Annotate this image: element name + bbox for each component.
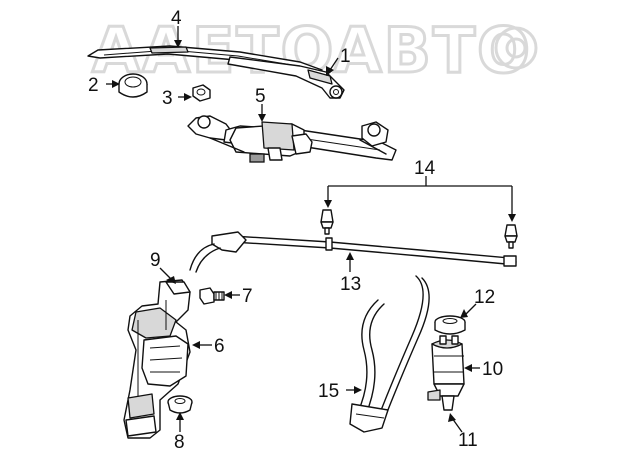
callout-7: 7	[242, 286, 253, 307]
pump-hoses	[349, 275, 430, 433]
grommet	[167, 395, 193, 414]
callout-labels: 4 1 2 3 5 14 13 9 7 6 8 12 10 15 11	[88, 8, 503, 453]
callout-8: 8	[174, 432, 185, 453]
callout-13: 13	[340, 274, 361, 295]
washer-pump	[427, 335, 465, 411]
callout-5: 5	[255, 86, 266, 107]
leader-lines	[106, 26, 516, 433]
callout-1: 1	[340, 46, 351, 67]
washer-hose	[189, 231, 517, 273]
bolt	[199, 287, 225, 305]
callout-10: 10	[482, 359, 503, 380]
nut	[192, 84, 211, 102]
callout-12: 12	[474, 287, 495, 308]
callout-14: 14	[414, 158, 436, 179]
callout-4: 4	[171, 8, 182, 29]
callout-6: 6	[214, 336, 225, 357]
wiper-motor-linkage	[187, 115, 397, 163]
callout-15: 15	[318, 381, 339, 402]
pump-grommet	[434, 315, 466, 335]
washer-reservoir	[123, 279, 191, 439]
callout-9: 9	[150, 250, 161, 271]
callout-3: 3	[162, 88, 173, 109]
washer-nozzle-right	[504, 224, 518, 249]
callout-2: 2	[88, 75, 99, 96]
arm-nut-cap	[118, 73, 148, 98]
wiper-arm	[227, 56, 345, 99]
washer-nozzle-left	[320, 209, 334, 235]
callout-11: 11	[458, 430, 478, 451]
